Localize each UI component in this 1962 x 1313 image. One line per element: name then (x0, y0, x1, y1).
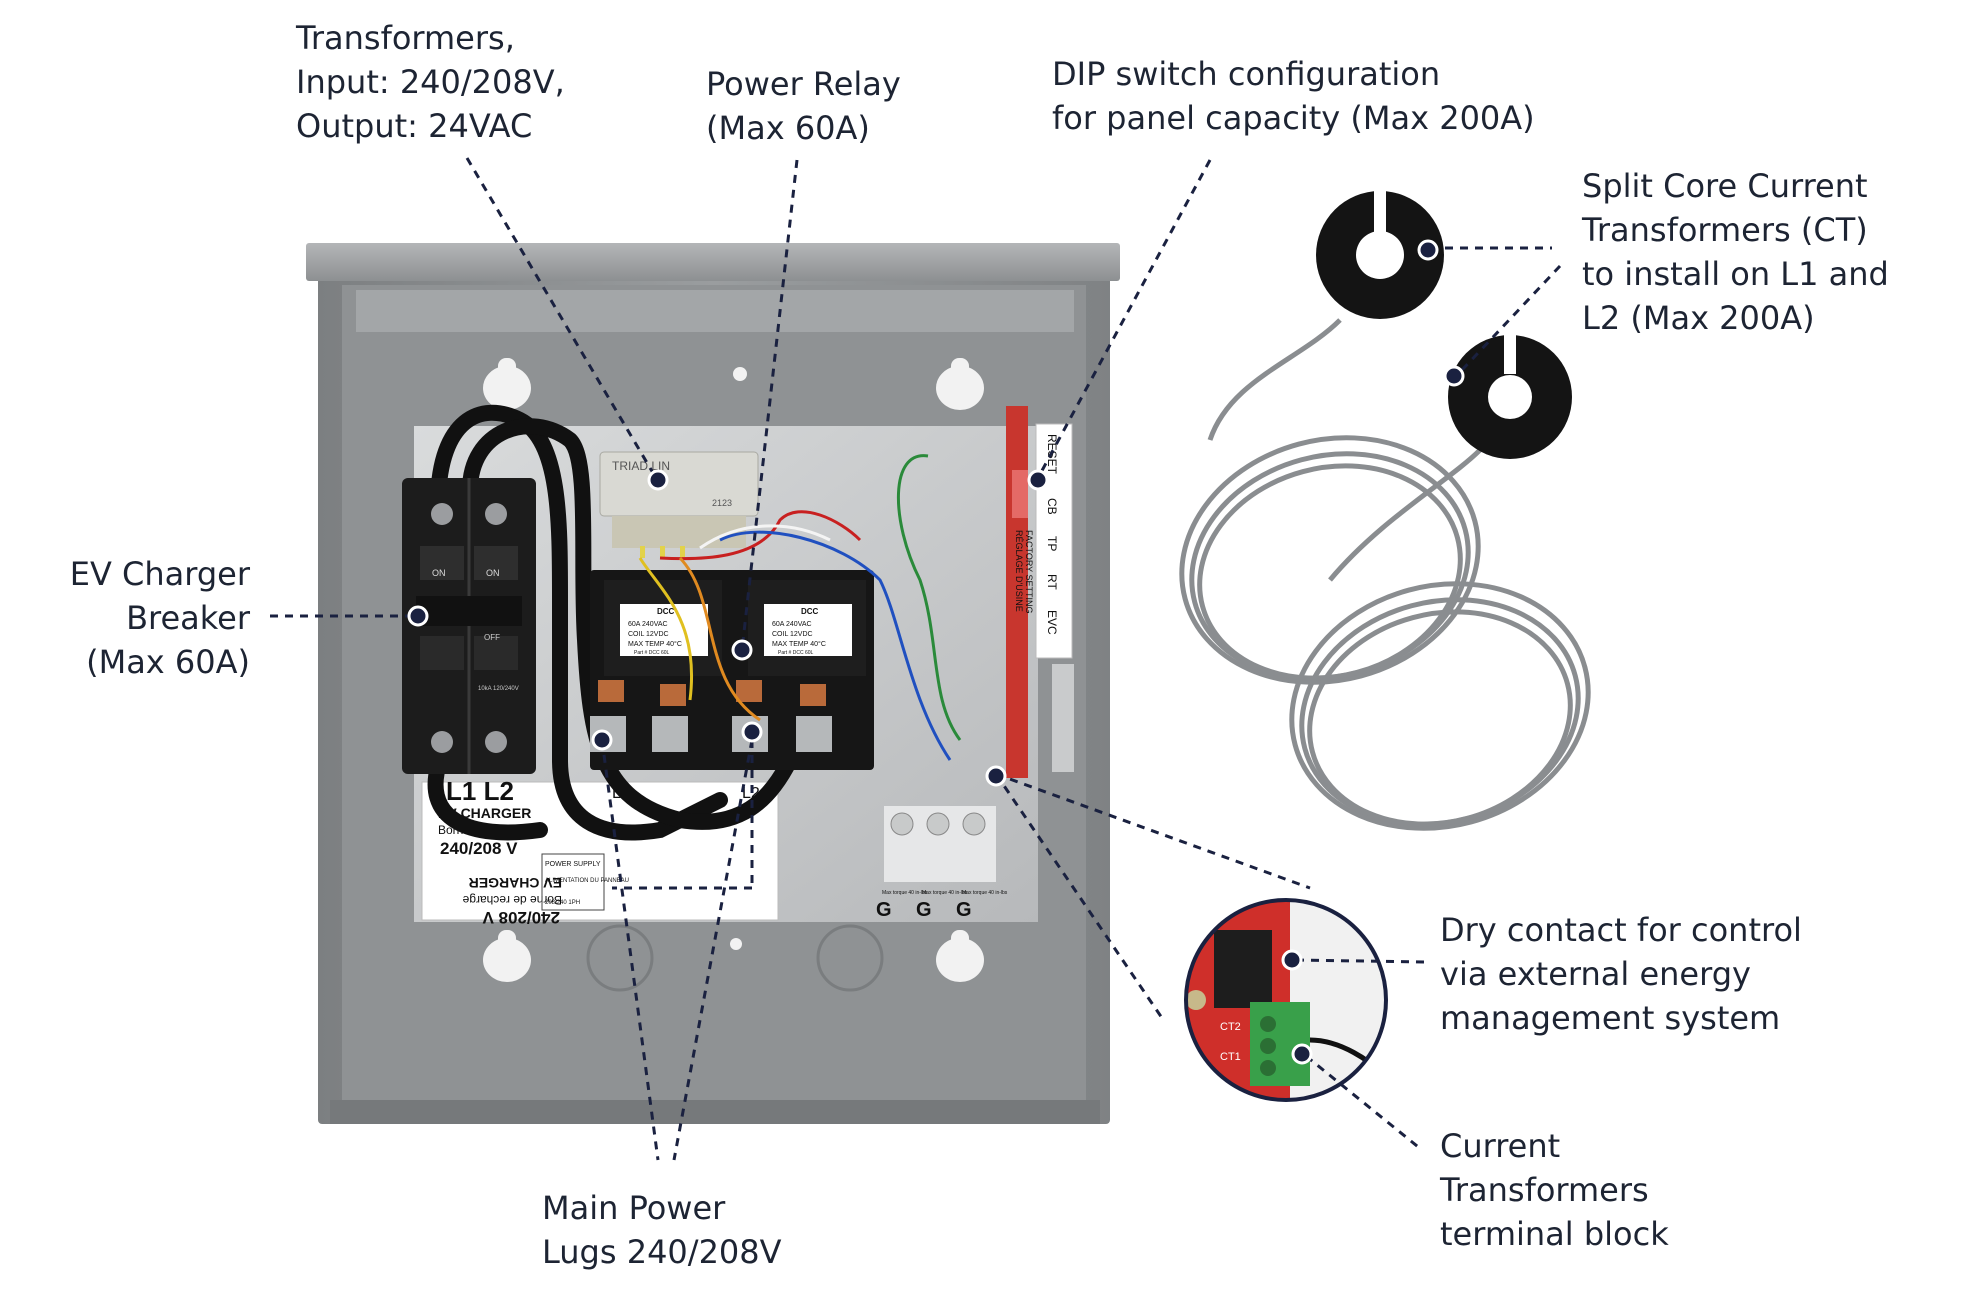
inset-ct2: CT2 (1220, 1021, 1241, 1033)
callout-line: Main Power (542, 1189, 726, 1227)
callout-line: for panel capacity (Max 200A) (1052, 99, 1535, 137)
callout-dots (407, 239, 1465, 1065)
ground-mark-3: G (956, 899, 972, 921)
torque-label-1: Max torque 40 in-lbs (882, 890, 928, 896)
leader-lines (270, 157, 1562, 1161)
callout-line: EV Charger (69, 555, 250, 593)
relay2-part: Part # DCC 60L (778, 650, 814, 656)
control-board: RESET CB TP RT EVC RÉGLAGE D'USINE FACTO… (1006, 406, 1074, 778)
callout-line: Output: 24VAC (296, 107, 533, 145)
keyhole-slots (483, 358, 984, 982)
board-label-rt: RT (1045, 574, 1059, 590)
callout-power-relay: Power Relay (Max 60A) (706, 62, 901, 150)
ct-sensor-2 (1448, 330, 1572, 459)
relay2-spec-2: COIL 12VDC (772, 631, 813, 638)
callout-line: to install on L1 and (1582, 255, 1889, 293)
label-borne-inverted: Borne de recharge (462, 893, 562, 907)
split-core-cts (1179, 186, 1591, 831)
callout-line: Breaker (126, 599, 250, 637)
callout-dry-contact: Dry contact for control via external ene… (1440, 908, 1802, 1040)
callout-line: Power Relay (706, 65, 901, 103)
transformer: TRIAD LIN 2123 (599, 451, 759, 558)
relay2-spec-3: MAX TEMP 40°C (772, 640, 826, 648)
callout-line: management system (1440, 999, 1781, 1037)
callout-main-lugs: Main Power Lugs 240/208V (542, 1186, 782, 1274)
torque-label-2: Max torque 40 in-lbs (922, 890, 968, 896)
supply-spec-text: 208/240 1PH (545, 900, 580, 906)
ground-mark-1: G (876, 899, 892, 921)
board-setting-en: FACTORY SETTING (1024, 530, 1034, 614)
ct-cable-coils (1179, 318, 1591, 831)
callout-line: Input: 240/208V, (296, 63, 565, 101)
callout-transformers: Transformers, Input: 240/208V, Output: 2… (296, 16, 565, 148)
ground-mark-2: G (916, 899, 932, 921)
relay2-brand: DCC (801, 607, 819, 616)
callout-line: Current (1440, 1127, 1561, 1165)
alimentation-text: ALIMENTATION DU PANNEAU (545, 878, 629, 884)
relay2-spec-1: 60A 240VAC (772, 621, 812, 628)
relay1-part: Part # DCC 60L (634, 650, 670, 656)
callout-line: Transformers (CT) (1582, 211, 1868, 249)
callout-line: Split Core Current (1582, 167, 1868, 205)
callout-ct-terminal: Current Transformers terminal block (1440, 1124, 1669, 1256)
callout-line: (Max 60A) (706, 109, 870, 147)
inset-ct1: CT1 (1220, 1051, 1241, 1063)
relay1-spec-3: MAX TEMP 40°C (628, 640, 682, 648)
board-label-evc: EVC (1045, 610, 1059, 635)
board-label-tp: TP (1045, 536, 1059, 551)
callout-line: terminal block (1440, 1215, 1669, 1253)
callout-dip-switch: DIP switch configuration for panel capac… (1052, 52, 1535, 140)
board-setting-fr: RÉGLAGE D'USINE (1014, 530, 1024, 612)
power-relays: DCC DCC 60A 240VAC COIL 12VDC MAX TEMP 4… (590, 570, 874, 770)
terminal-inset-zoom: CT2 CT1 (1184, 898, 1388, 1102)
relay1-brand: DCC (657, 607, 675, 616)
breaker-off: OFF (484, 633, 500, 642)
callout-ev-breaker: EV Charger Breaker (Max 60A) (40, 552, 250, 684)
label-l1l2: L1 L2 (446, 776, 514, 806)
callout-split-core-ct: Split Core Current Transformers (CT) to … (1582, 164, 1889, 340)
callout-line: Transformers (1440, 1171, 1649, 1209)
transformer-code: 2123 (712, 498, 732, 508)
control-wires (638, 454, 962, 761)
ground-terminal-block: Max torque 40 in-lbs Max torque 40 in-lb… (876, 806, 1008, 921)
ct-sensor-1 (1316, 186, 1444, 319)
callout-line: Transformers, (296, 19, 515, 57)
relay1-spec-1: 60A 240VAC (628, 621, 668, 628)
breaker-on-1: ON (432, 568, 446, 578)
power-supply-text: POWER SUPPLY (545, 861, 601, 868)
callout-line: L2 (Max 200A) (1582, 299, 1815, 337)
callout-line: (Max 60A) (86, 643, 250, 681)
label-voltage-inverted: 240/208 V (482, 908, 560, 927)
power-cables (427, 404, 798, 841)
callout-line: Dry contact for control (1440, 911, 1802, 949)
breaker-on-2: ON (486, 568, 500, 578)
label-ev-charger-inverted: EV CHARGER (469, 875, 562, 891)
board-label-cb: CB (1045, 498, 1059, 515)
label-voltage: 240/208 V (440, 839, 518, 858)
torque-label-3: Max torque 40 in-lbs (962, 890, 1008, 896)
callout-line: Lugs 240/208V (542, 1233, 782, 1271)
ev-charger-breaker: ON ON OFF 10kA 120/240V (402, 478, 536, 774)
callout-line: DIP switch configuration (1052, 55, 1441, 93)
relay1-spec-2: COIL 12VDC (628, 631, 669, 638)
breaker-rating: 10kA 120/240V (478, 686, 519, 692)
transformer-brand: TRIAD LIN (612, 459, 670, 473)
callout-line: via external energy (1440, 955, 1751, 993)
